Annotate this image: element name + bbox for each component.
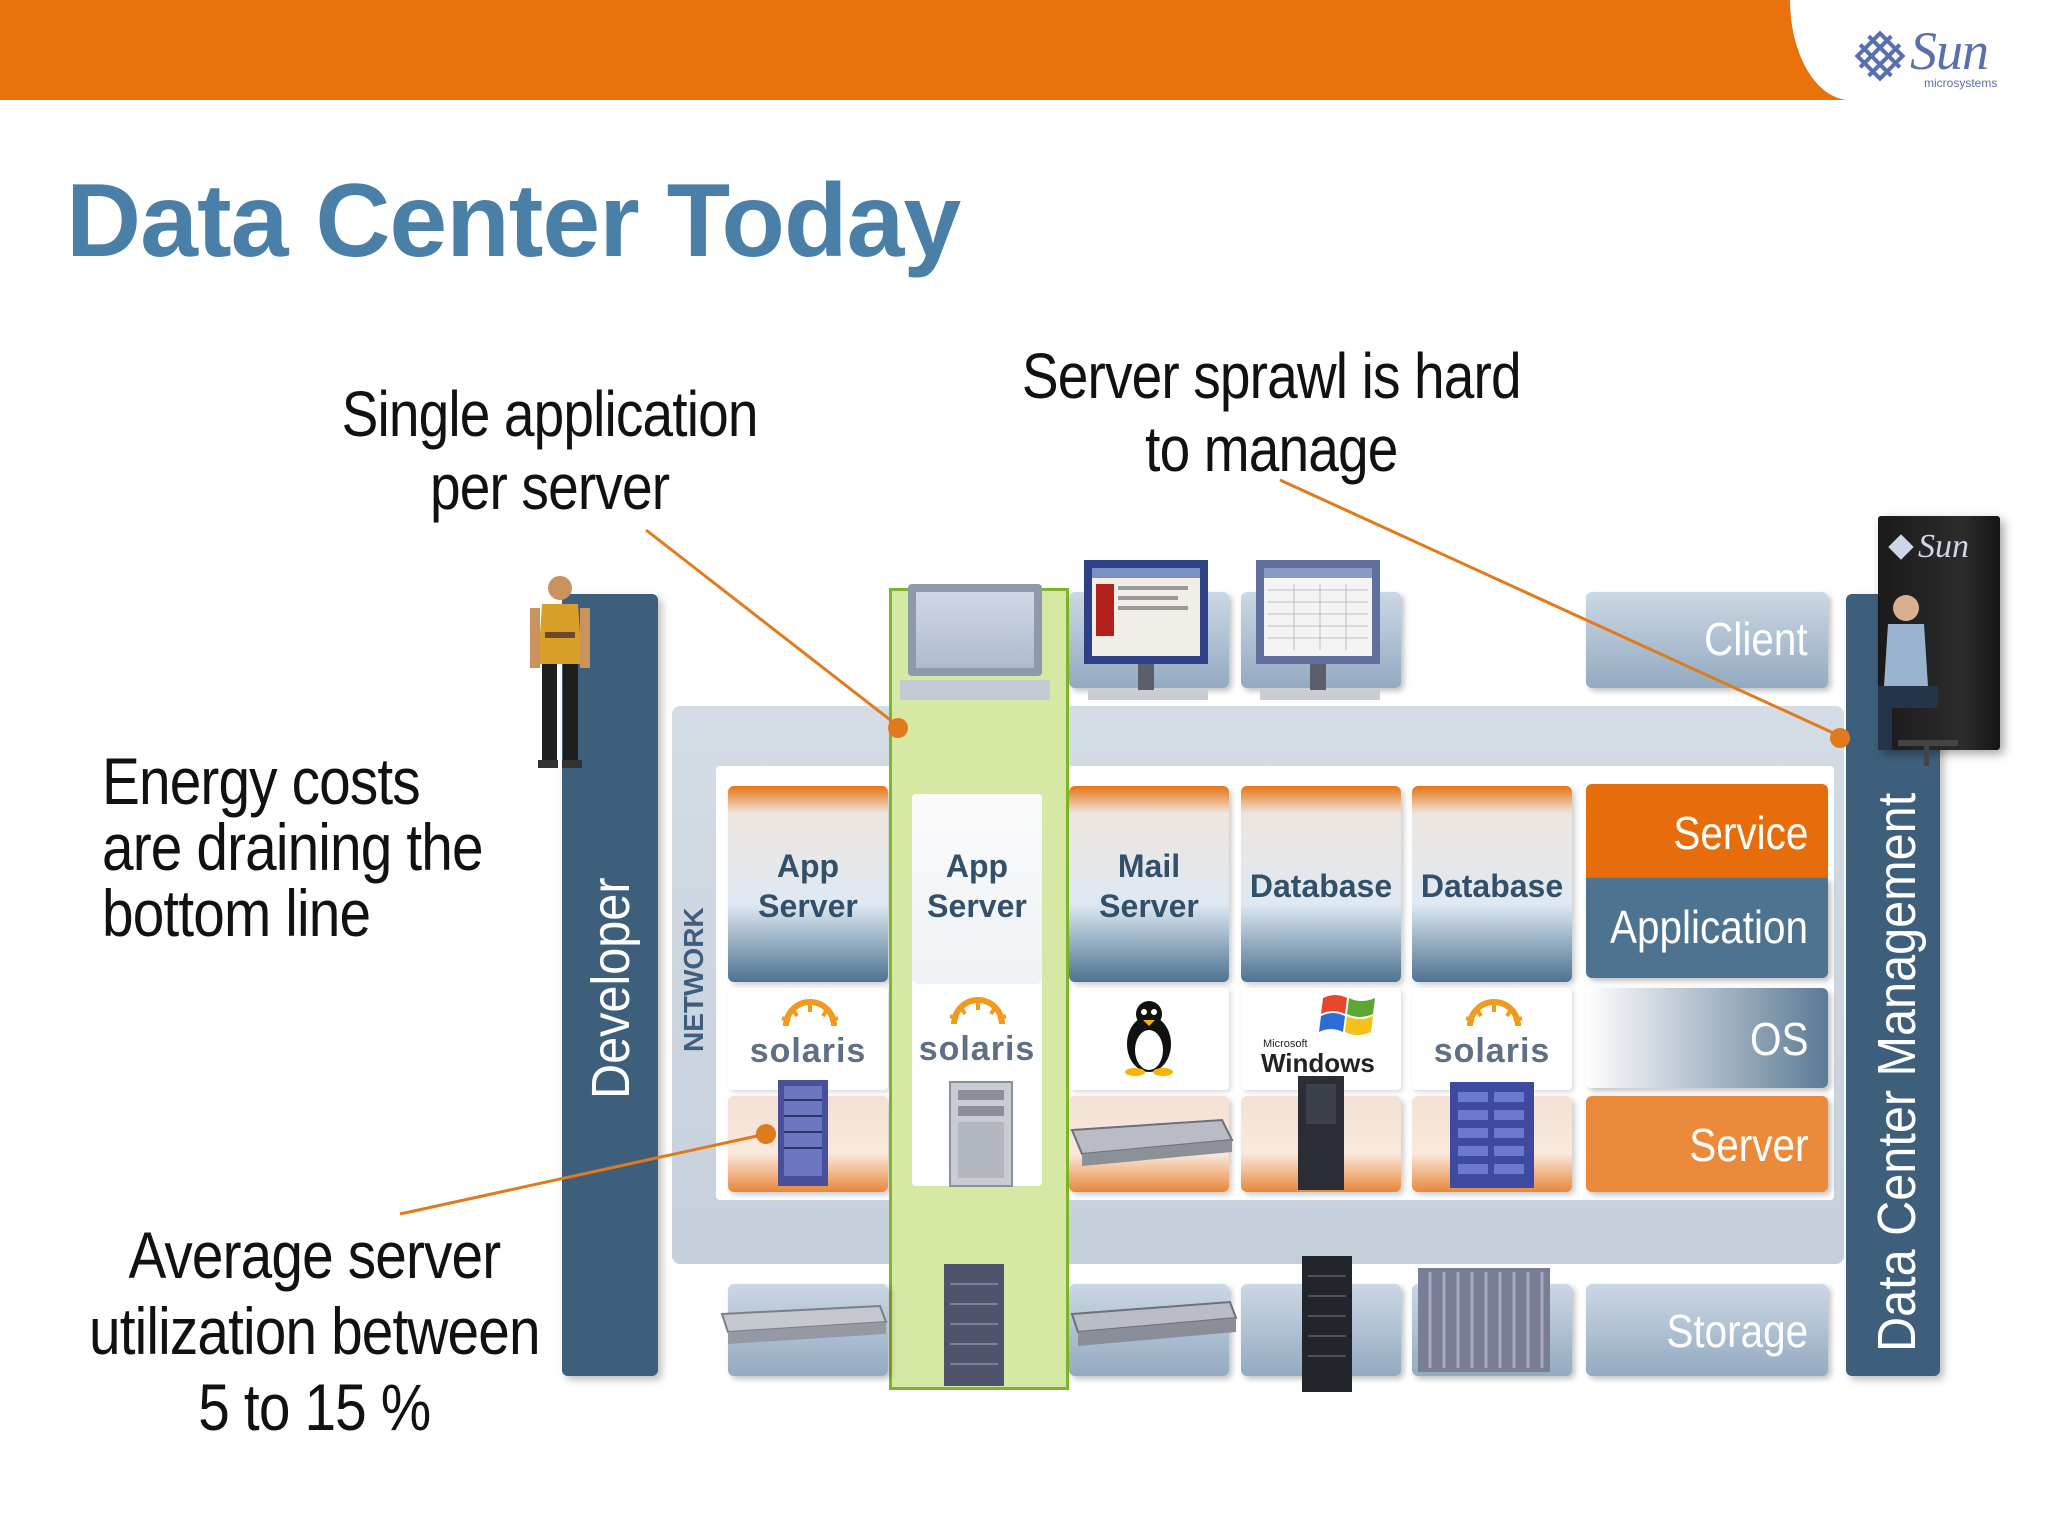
layer-service: Service	[1586, 784, 1828, 878]
storage-rack-icon	[944, 1264, 1004, 1386]
sun-logo: Sun microsystems	[1850, 18, 2020, 98]
leader-line	[645, 528, 899, 728]
storage-cabinets-icon	[1418, 1268, 1550, 1372]
callout-energy: Energy costs are draining the bottom lin…	[102, 744, 484, 950]
layer-storage: Storage	[1586, 1284, 1828, 1376]
layer-label: Application	[1609, 901, 1808, 953]
cell-label: App	[945, 848, 1009, 884]
sun-diamond-icon	[1888, 534, 1914, 560]
logo-text: Sun	[1910, 21, 1989, 81]
admin-person-icon	[1878, 595, 1958, 766]
leader-dot	[756, 1124, 776, 1144]
leader-dot	[1830, 728, 1850, 748]
leader-dot	[888, 718, 908, 738]
cell-label: Server	[758, 888, 858, 924]
layer-application: Application	[1586, 878, 1828, 978]
storage-array-icon	[720, 1304, 888, 1344]
tower-server-icon	[949, 1081, 1013, 1187]
cell-label: Server	[1099, 888, 1199, 924]
callout-line: are draining the	[102, 810, 484, 884]
os-label: solaris	[749, 1032, 867, 1070]
os-label: solaris	[1433, 1032, 1551, 1070]
monitor-icon	[1256, 560, 1380, 700]
cell-label: Database	[1249, 868, 1393, 904]
callout-line: Average server	[128, 1218, 501, 1292]
cell-label: App	[776, 848, 840, 884]
blade-chassis-icon	[1450, 1082, 1534, 1188]
layer-label: OS	[1749, 1013, 1808, 1065]
layer-label: Service	[1673, 807, 1808, 859]
windows-flag-icon	[1319, 995, 1375, 1035]
os-cell-linux	[1069, 988, 1229, 1090]
callout-line: Server sprawl is hard	[1021, 340, 1522, 412]
os-cell-windows: Microsoft Windows	[1241, 988, 1401, 1090]
app-server-cell: App Server	[728, 786, 888, 982]
solaris-sun-icon	[949, 997, 1007, 1025]
layer-label: Client	[1704, 613, 1808, 665]
leader-line	[399, 1132, 767, 1216]
solaris-sun-icon	[1465, 999, 1523, 1027]
app-server-cell-highlighted: App Server	[912, 794, 1042, 984]
rack-server-icon	[1070, 1118, 1234, 1166]
header-logo-area	[1790, 0, 2048, 100]
logo-subtext: microsystems	[1924, 76, 1998, 90]
cabinet-logo: Sun	[1918, 528, 1969, 565]
callout-line: utilization between	[89, 1293, 541, 1368]
cell-label: Server	[927, 888, 1027, 924]
database-cell: Database	[1241, 786, 1401, 982]
layer-label: Server	[1688, 1119, 1808, 1171]
layer-server: Server	[1586, 1096, 1828, 1192]
mail-server-cell: Mail Server	[1069, 786, 1229, 982]
layer-label: Storage	[1666, 1305, 1808, 1357]
callout-line: Single application	[341, 378, 759, 450]
blade-server-icon	[778, 1080, 828, 1186]
linux-tux-icon	[1125, 1001, 1173, 1076]
os-label: Windows	[1261, 1048, 1375, 1078]
os-sublabel: Microsoft	[1263, 1038, 1308, 1050]
callout-line: per server	[430, 450, 670, 523]
callout-line: to manage	[1145, 412, 1398, 485]
storage-array-icon	[1070, 1300, 1238, 1346]
tower-server-icon	[1298, 1076, 1344, 1190]
layer-os: OS	[1586, 988, 1828, 1088]
leader-line	[1279, 478, 1841, 738]
os-cell-solaris: solaris	[728, 988, 888, 1090]
os-cell-solaris: solaris	[1412, 988, 1572, 1090]
callout-sprawl: Server sprawl is hard to manage	[1003, 340, 1540, 486]
callout-utilization: Average server utilization between 5 to …	[80, 1218, 549, 1446]
cell-label: Mail	[1117, 848, 1181, 884]
database-cell: Database	[1412, 786, 1572, 982]
client-monitor	[900, 584, 1050, 706]
callout-line: 5 to 15 %	[198, 1369, 431, 1444]
cell-label: Database	[1420, 868, 1564, 904]
header-bar	[0, 0, 2048, 100]
page-title: Data Center Today	[66, 163, 961, 279]
sun-diamond-icon	[1854, 30, 1906, 82]
monitor-icon	[1084, 560, 1208, 700]
os-label: solaris	[918, 1030, 1036, 1068]
callout-line: Energy costs	[102, 744, 421, 818]
callout-single-app: Single application per server	[326, 378, 773, 524]
storage-tower-icon	[1302, 1256, 1352, 1392]
solaris-sun-icon	[781, 999, 839, 1027]
callout-line: bottom line	[102, 876, 371, 950]
layer-client: Client	[1586, 592, 1828, 688]
os-cell-solaris-highlighted: solaris	[912, 988, 1042, 1078]
developer-person-icon	[530, 576, 590, 768]
